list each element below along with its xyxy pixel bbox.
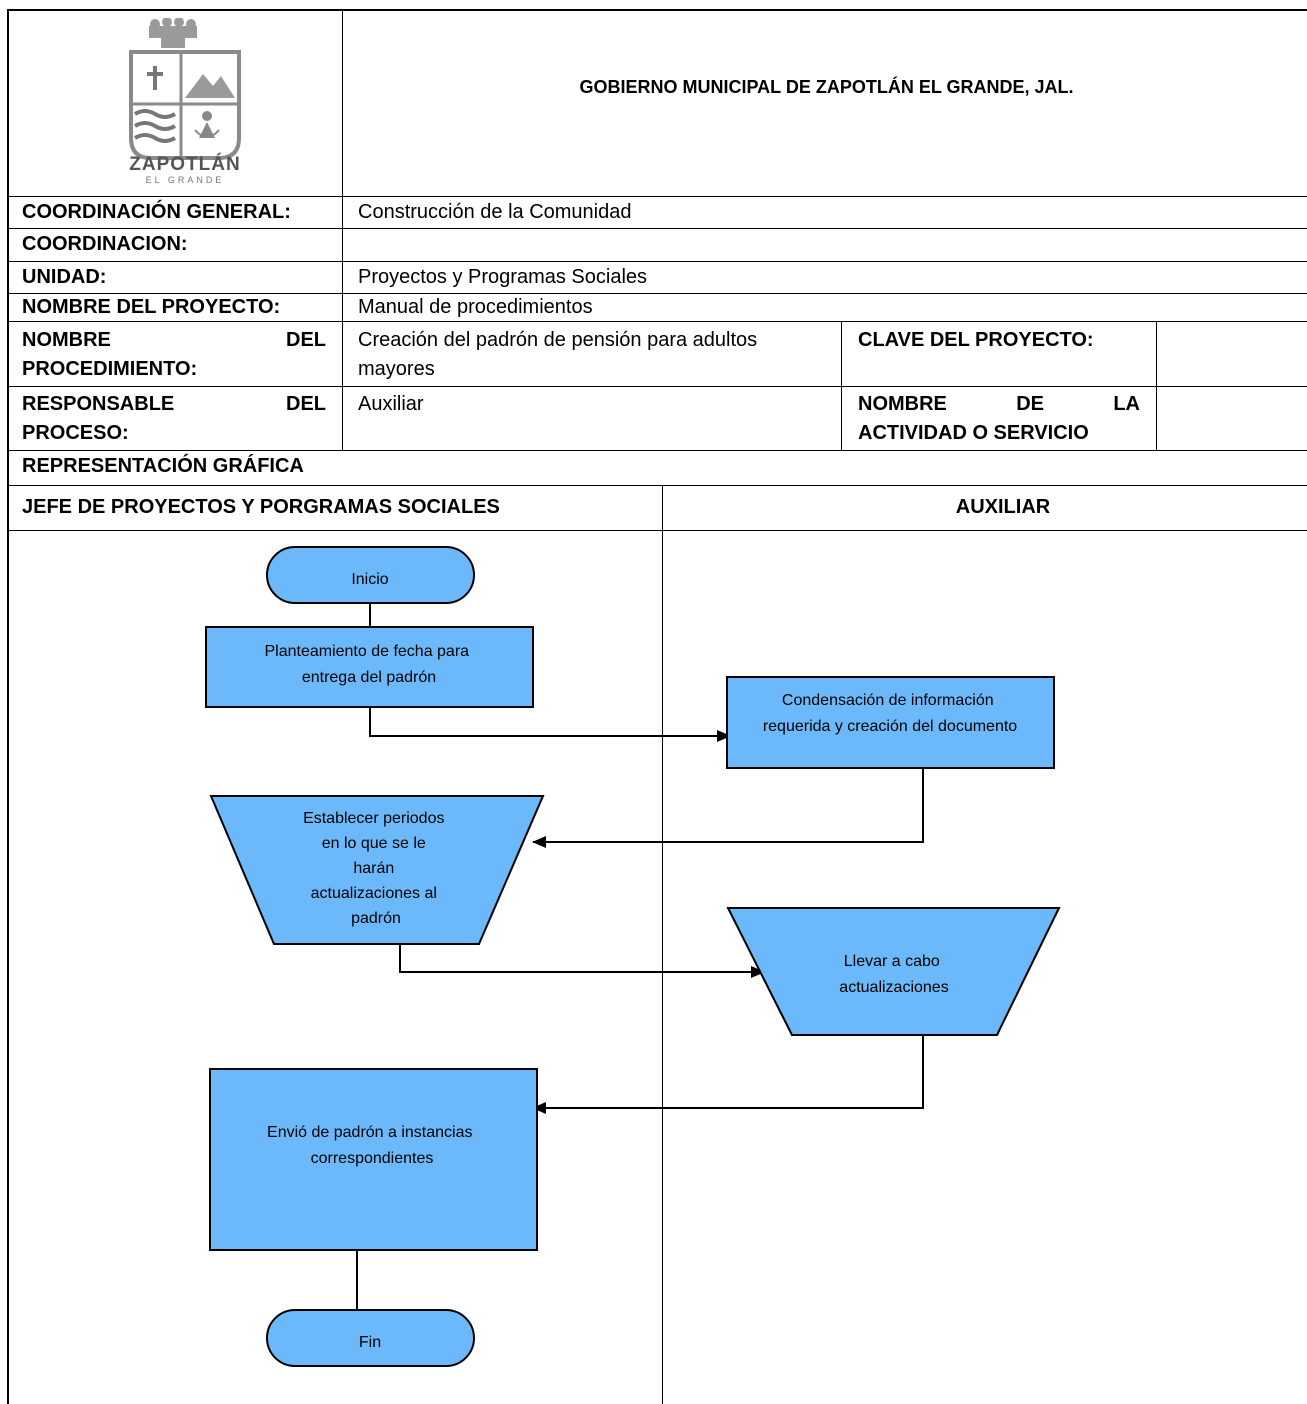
value-line: mayores — [358, 358, 435, 380]
label-line: ACTIVIDAD O SERVICIO — [858, 422, 1089, 444]
logo-subtext: EL GRANDE — [145, 175, 225, 185]
representacion-grafica-heading: REPRESENTACIÓN GRÁFICA — [22, 455, 304, 477]
shape-line: Envió de padrón a instancias — [267, 1124, 472, 1141]
label-line: PROCESO: — [22, 422, 129, 444]
government-title: GOBIERNO MUNICIPAL DE ZAPOTLÁN EL GRANDE… — [579, 77, 1074, 97]
shape-line: Condensación de información — [782, 692, 994, 709]
nombre-procedimiento-label: NOMBRE DEL PROCEDIMIENTO: — [22, 329, 326, 381]
establecer-manual-operation — [209, 795, 545, 945]
nombre-proyecto-value: Manual de procedimientos — [358, 296, 593, 318]
shape-line: Establecer periodos — [303, 810, 444, 827]
table-divider — [7, 386, 1307, 387]
shape-line: en lo que se le — [322, 835, 426, 852]
table-border-left — [7, 9, 9, 1404]
label-word: DEL — [286, 393, 326, 415]
logo-text: ZAPOTLÁN — [129, 154, 241, 175]
connector-llevar-envio — [532, 1035, 924, 1114]
nombre-procedimiento-value: Creación del padrón de pensión para adul… — [358, 329, 828, 381]
lane-divider — [662, 485, 663, 1404]
nombre-proyecto-label: NOMBRE DEL PROYECTO: — [22, 296, 281, 318]
table-col-divider — [841, 321, 842, 451]
condensacion-process — [726, 676, 1055, 769]
coordinacion-general-value: Construcción de la Comunidad — [358, 201, 632, 223]
table-divider — [7, 228, 1307, 229]
table-divider — [7, 450, 1307, 451]
shape-line: padrón — [351, 910, 401, 927]
label-word: DE — [1016, 393, 1044, 415]
fin-terminator — [266, 1309, 475, 1367]
inicio-terminator — [266, 546, 475, 604]
llevar-manual-operation — [726, 907, 1061, 1036]
responsable-value: Auxiliar — [358, 393, 424, 415]
label-word: LA — [1113, 393, 1140, 415]
shape-line: Planteamiento de fecha para — [264, 643, 469, 660]
connector-establecer-llevar — [399, 944, 765, 978]
envio-process — [209, 1068, 538, 1251]
table-divider — [7, 485, 1307, 486]
table-border-top — [7, 9, 1307, 11]
table-col-divider — [342, 9, 343, 451]
label-word: NOMBRE — [22, 329, 111, 351]
condensacion-label: Condensación de información requerida y … — [763, 692, 1017, 735]
municipal-logo: ZAPOTLÁN EL GRANDE — [115, 17, 255, 188]
shape-line: requerida y creación del documento — [763, 718, 1017, 735]
table-divider — [7, 530, 1307, 531]
label-line: PROCEDIMIENTO: — [22, 358, 198, 380]
connector-condensacion-establecer — [532, 768, 924, 848]
planteamiento-label: Planteamiento de fecha para entrega del … — [264, 643, 473, 686]
shape-line: Llevar a cabo — [844, 953, 940, 970]
coordinacion-label: COORDINACION: — [22, 233, 188, 255]
value-line: Creación del padrón de pensión para adul… — [358, 329, 758, 351]
responsable-label: RESPONSABLE DEL PROCESO: — [22, 393, 326, 445]
label-word: DEL — [286, 329, 326, 351]
clave-proyecto-label: CLAVE DEL PROYECTO: — [858, 329, 1094, 351]
connector-planteamiento-condensacion — [369, 707, 731, 742]
llevar-label: Llevar a cabo actualizaciones — [839, 953, 948, 996]
shape-line: entrega del padrón — [302, 669, 436, 686]
inicio-label: Inicio — [351, 571, 388, 588]
label-word: NOMBRE — [858, 393, 947, 415]
table-divider — [7, 321, 1307, 322]
table-col-divider — [1156, 321, 1157, 451]
lane-header-jefe: JEFE DE PROYECTOS Y PORGRAMAS SOCIALES — [22, 496, 500, 518]
shape-line: correspondientes — [311, 1150, 434, 1167]
shape-line: actualizaciones al — [311, 885, 437, 902]
coordinacion-general-label: COORDINACIÓN GENERAL: — [22, 201, 291, 223]
label-word: RESPONSABLE — [22, 393, 175, 415]
table-divider — [7, 261, 1307, 262]
nombre-actividad-label: NOMBRE DE LA ACTIVIDAD O SERVICIO — [858, 393, 1140, 445]
unidad-value: Proyectos y Programas Sociales — [358, 266, 648, 288]
unidad-label: UNIDAD: — [22, 266, 107, 288]
shape-line: actualizaciones — [839, 979, 948, 996]
table-divider — [7, 293, 1307, 294]
establecer-label: Establecer periodos en lo que se le hará… — [303, 810, 449, 927]
lane-header-auxiliar: AUXILIAR — [955, 496, 1051, 518]
fin-label: Fin — [359, 1334, 381, 1351]
envio-label: Envió de padrón a instancias correspondi… — [267, 1124, 477, 1167]
shape-line: harán — [353, 860, 394, 877]
planteamiento-process — [205, 626, 534, 708]
table-divider — [7, 196, 1307, 197]
